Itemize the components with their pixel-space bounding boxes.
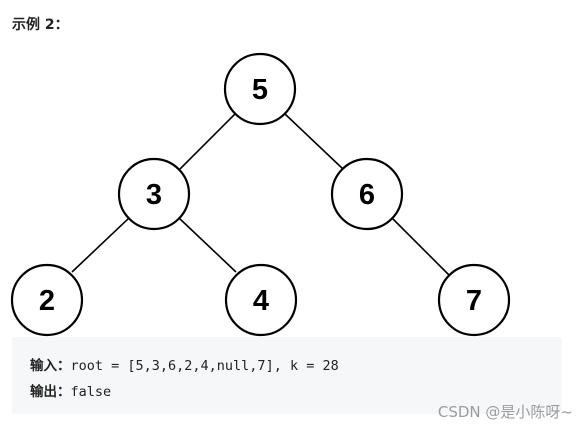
tree-edges xyxy=(71,113,451,277)
node-label-4: 4 xyxy=(253,285,269,317)
output-line: 输出：false xyxy=(30,380,111,400)
tree-node-2: 2 xyxy=(10,263,84,337)
example-heading: 示例 2： xyxy=(12,17,69,33)
output-label: 输出： xyxy=(30,384,71,400)
edge-5-6 xyxy=(284,113,344,170)
node-label-3: 3 xyxy=(146,179,162,211)
input-line: 输入：root = [5,3,6,2,4,null,7], k = 28 xyxy=(30,354,339,374)
tree-node-7: 7 xyxy=(437,263,511,337)
edge-3-4 xyxy=(178,217,237,273)
tree-node-3: 3 xyxy=(117,157,191,231)
edge-3-2 xyxy=(71,217,130,273)
edge-6-7 xyxy=(391,217,451,277)
csdn-watermark: CSDN @是小陈呀~ xyxy=(437,403,573,421)
node-label-5: 5 xyxy=(252,74,268,106)
input-label: 输入： xyxy=(30,358,71,374)
edge-5-3 xyxy=(179,113,236,170)
output-value: false xyxy=(70,384,112,400)
tree-node-5: 5 xyxy=(223,52,297,126)
tree-node-6: 6 xyxy=(330,157,404,231)
node-label-2: 2 xyxy=(39,285,55,317)
input-value: root = [5,3,6,2,4,null,7], k = 28 xyxy=(70,358,339,374)
binary-tree-diagram: 5 3 6 2 4 7 xyxy=(10,52,511,337)
example-io-box: 输入：root = [5,3,6,2,4,null,7], k = 28 输出：… xyxy=(12,337,562,414)
tree-node-4: 4 xyxy=(224,263,298,337)
node-label-6: 6 xyxy=(359,179,375,211)
node-label-7: 7 xyxy=(466,285,482,317)
